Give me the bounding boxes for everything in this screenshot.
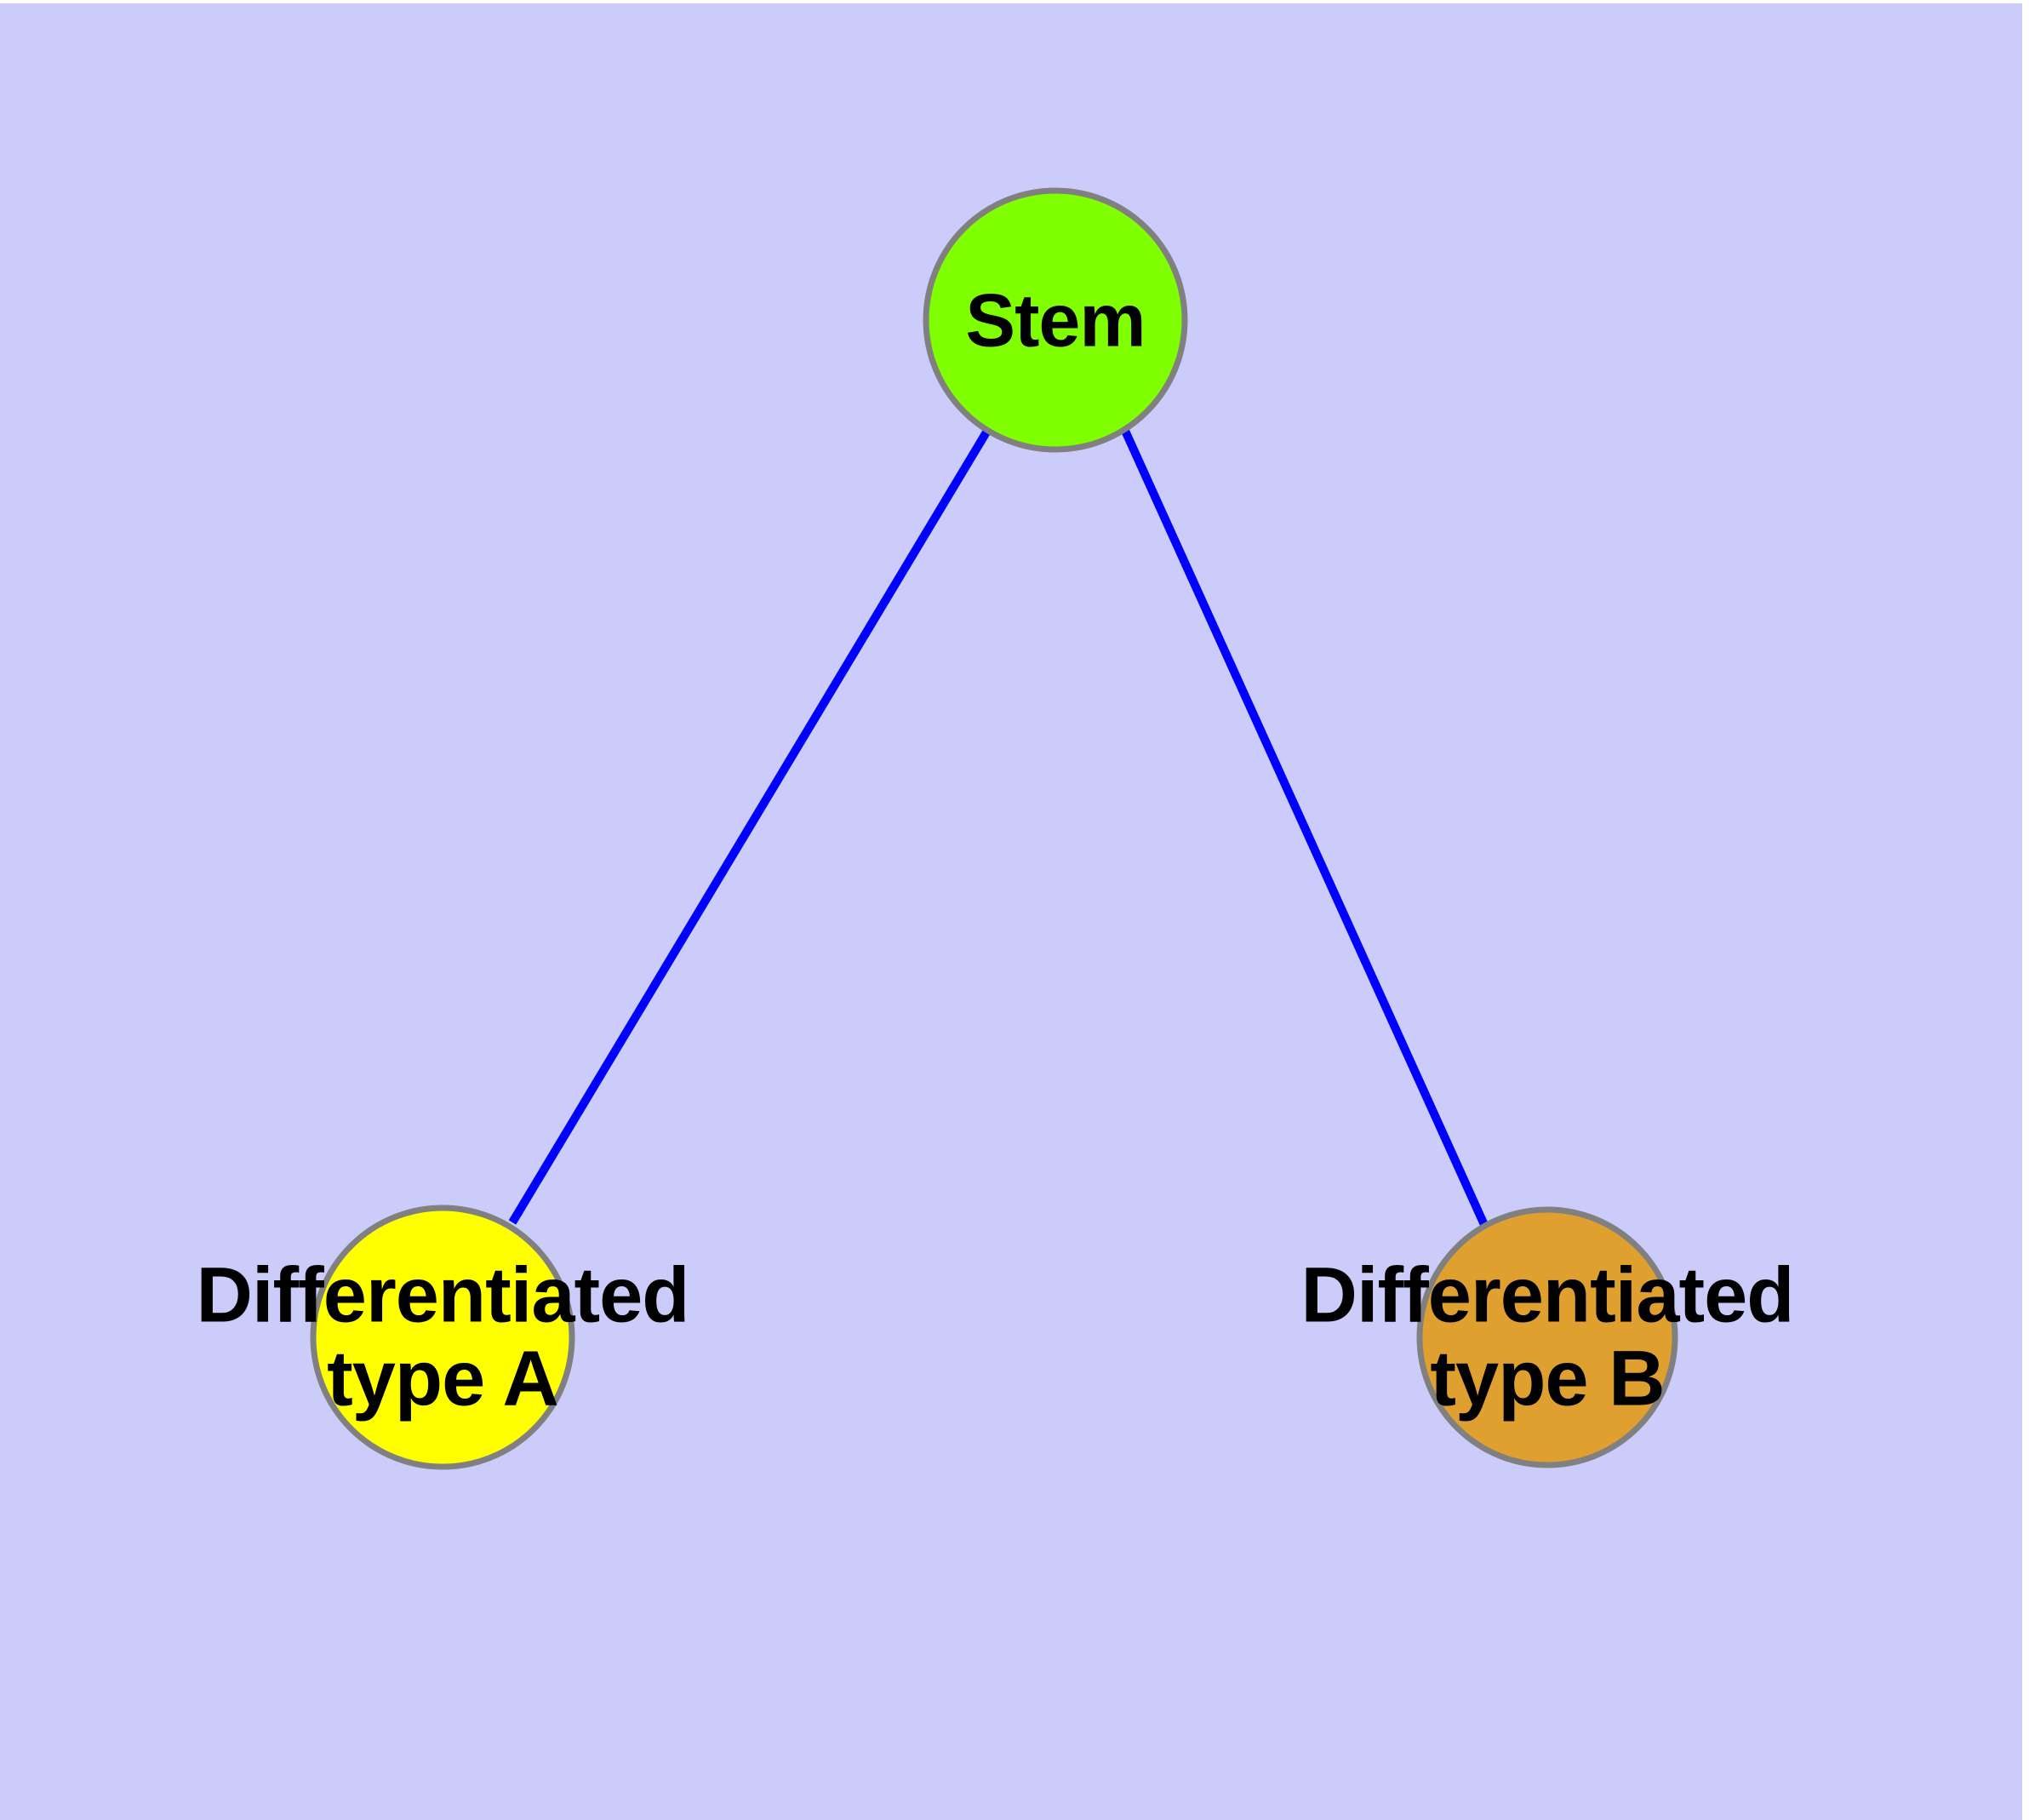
edges-group [508,428,1489,1229]
nodes-group [310,187,1678,1470]
graph-edge-stem-to-a[interactable] [508,428,992,1225]
graph-node-diff_a[interactable] [310,1205,575,1470]
graph-node-stem[interactable] [923,187,1188,453]
graph-node-diff_b[interactable] [1416,1206,1678,1468]
graph-edge-stem-to-b[interactable] [1121,428,1489,1229]
graph-svg [310,187,1678,1470]
